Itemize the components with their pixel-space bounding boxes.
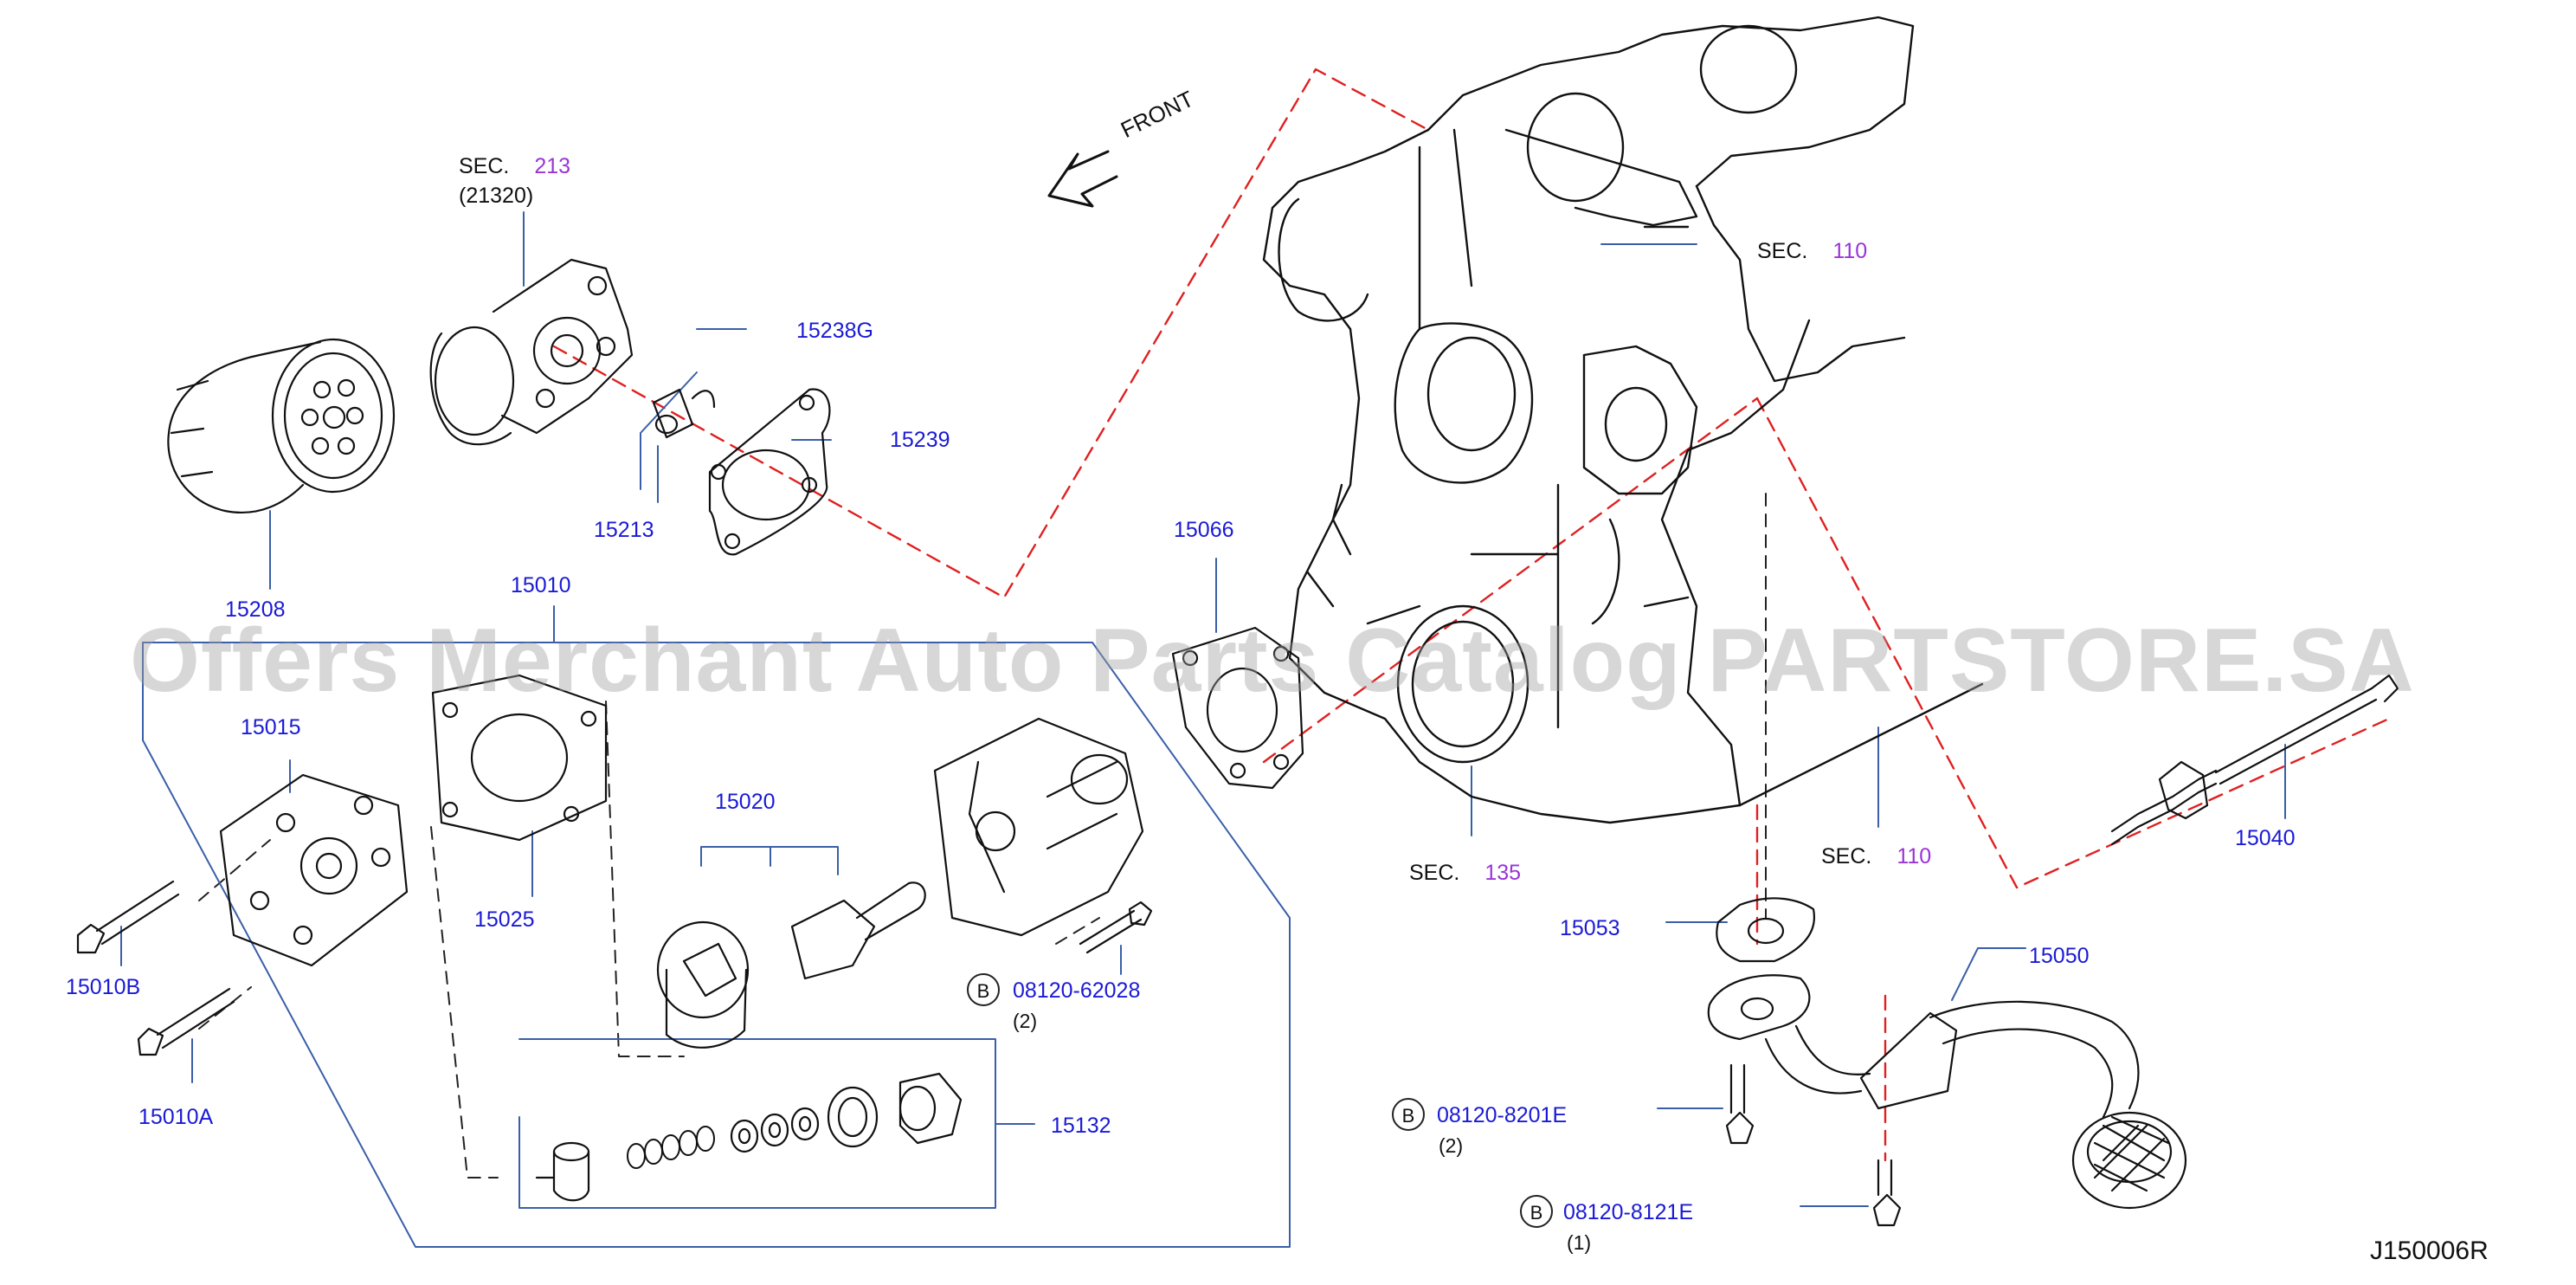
oil-pump-body	[933, 717, 1144, 937]
sec-213-number[interactable]: 213	[534, 154, 571, 178]
part-15132-label[interactable]: 15132	[1051, 1114, 1111, 1138]
bolt-15010A	[137, 987, 235, 1056]
bolt-b1-qty: (2)	[1013, 1010, 1038, 1032]
part-15010B-label[interactable]: 15010B	[66, 975, 141, 999]
engine-block	[1262, 16, 1984, 824]
bolt-b2-qty: (2)	[1439, 1134, 1464, 1157]
part-15025-label[interactable]: 15025	[474, 907, 535, 932]
bolt-08120-8201E-label[interactable]: 08120-8201E	[1437, 1103, 1568, 1127]
diagram-code: J150006R	[2370, 1237, 2489, 1265]
part-15213-label[interactable]: 15213	[594, 518, 654, 542]
part-15053-label[interactable]: 15053	[1560, 916, 1620, 940]
bolt-08120-62028	[1079, 901, 1153, 954]
part-15010-label[interactable]: 15010	[511, 573, 571, 597]
sec-213-subcode: (21320)	[459, 184, 534, 208]
bolt-08120-8121E-label[interactable]: 08120-8121E	[1563, 1200, 1694, 1224]
oil-filter-15208	[167, 338, 396, 514]
regulator-kit-15132	[535, 1072, 963, 1202]
bolt-b1-mark: B	[967, 973, 1000, 1006]
bolt-b2-mark: B	[1392, 1098, 1425, 1131]
sec-110-top-prefix: SEC.	[1757, 239, 1808, 263]
sec-213-prefix: SEC.	[459, 154, 510, 178]
rotor-set-15020	[656, 881, 926, 1049]
sec-135-label[interactable]: SEC. 135	[1409, 861, 1521, 885]
bolt-08120-62028-label[interactable]: 08120-62028	[1013, 978, 1141, 1003]
sec-110-top-number[interactable]: 110	[1832, 239, 1868, 263]
relief-valve-15213	[652, 388, 716, 439]
part-15040-label[interactable]: 15040	[2235, 826, 2296, 850]
part-15010A-label[interactable]: 15010A	[138, 1105, 214, 1129]
sec-110-top-label[interactable]: SEC. 110	[1757, 239, 1867, 263]
oil-strainer-15050	[1707, 974, 2187, 1210]
sec-135-prefix: SEC.	[1409, 861, 1460, 885]
bolt-b3-qty: (1)	[1567, 1231, 1592, 1254]
bolt-15010B	[76, 880, 180, 954]
bolt-b3-mark: B	[1520, 1195, 1553, 1228]
part-15208-label[interactable]: 15208	[225, 597, 286, 622]
leader-lines	[120, 211, 2286, 1248]
gasket-15239	[708, 388, 831, 556]
part-15050-label[interactable]: 15050	[2029, 944, 2090, 968]
sec-110-bottom-label[interactable]: SEC. 110	[1821, 844, 1931, 869]
filter-bracket-21320	[429, 258, 634, 446]
sec-110-bottom-number[interactable]: 110	[1897, 844, 1932, 869]
bolt-08120-8121E	[1872, 1159, 1902, 1227]
part-15020-label[interactable]: 15020	[715, 790, 776, 814]
sec-135-number[interactable]: 135	[1484, 861, 1522, 885]
gasket-15010	[431, 674, 608, 842]
gasket-15066	[1171, 626, 1304, 790]
sec-110-bottom-prefix: SEC.	[1821, 844, 1872, 869]
black-dashed-guides	[198, 493, 1767, 1178]
gasket-15053	[1716, 897, 1815, 963]
part-15066-label[interactable]: 15066	[1174, 518, 1234, 542]
front-arrow-icon	[1047, 150, 1118, 208]
part-15238G-label[interactable]: 15238G	[796, 319, 873, 343]
dipstick-15040	[2110, 674, 2399, 846]
sec-213-label[interactable]: SEC. 213	[459, 154, 570, 178]
part-15015-label[interactable]: 15015	[241, 715, 301, 739]
watermark: Offers Merchant Auto Parts Catalog PARTS…	[130, 610, 2415, 711]
part-15239-label[interactable]: 15239	[890, 428, 950, 452]
bolt-08120-8201E	[1725, 1063, 1755, 1145]
pump-cover-15015	[219, 773, 409, 967]
